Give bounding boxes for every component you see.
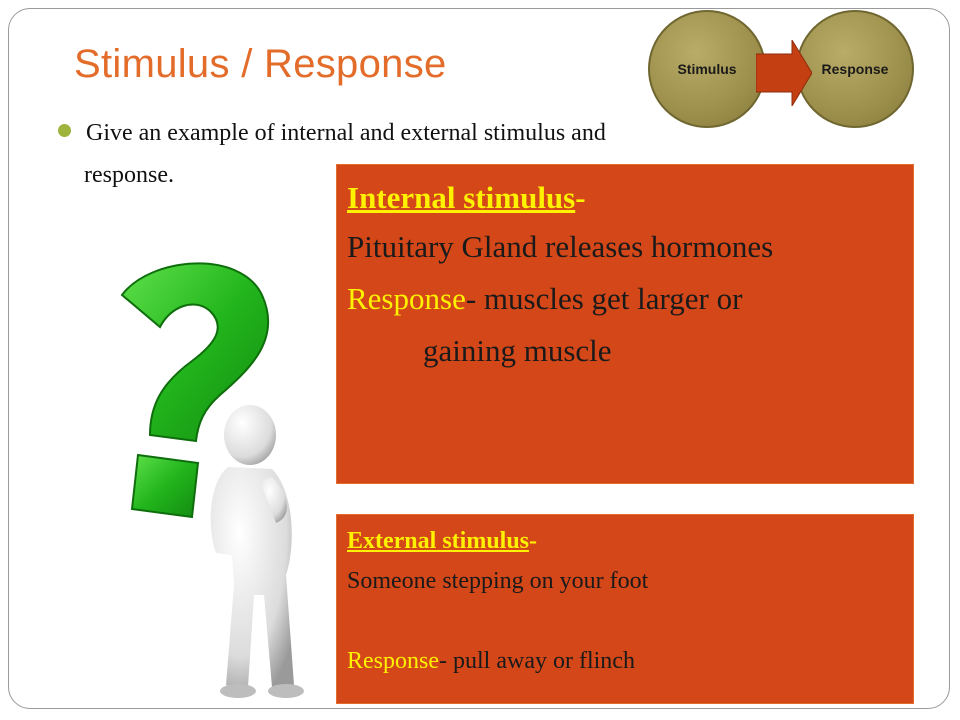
internal-response-text-cont: gaining muscle [423,333,612,368]
internal-heading-text: Internal stimulus [347,180,576,215]
external-heading: External stimulus- [347,521,903,561]
internal-response-text: - muscles get larger or [465,281,743,316]
external-heading-text: External stimulus [347,528,530,554]
spacer [347,601,903,641]
internal-stimulus-box: Internal stimulus- Pituitary Gland relea… [336,164,914,484]
internal-response-label: Response [347,281,466,316]
external-stimulus-text: Someone stepping on your foot [347,568,649,594]
external-heading-dash: - [529,528,538,554]
right-arrow-icon [756,40,812,106]
stimulus-response-diagram: Stimulus Response [648,10,916,132]
bullet-text: Give an example of internal and external… [84,112,776,196]
diagram-response-label: Response [821,61,889,77]
internal-heading-dash: - [575,180,586,215]
external-response-text: - pull away or flinch [439,648,635,674]
internal-stimulus-text: Pituitary Gland releases hormones [347,229,774,264]
bullet-line-2: response. [84,162,174,188]
question-mark-person-icon [120,262,304,698]
diagram-stimulus-label: Stimulus [677,61,737,77]
external-response-line: Response- pull away or flinch [347,641,903,681]
internal-response-line: Response- muscles get larger or [347,273,903,325]
slide-title: Stimulus / Response [74,42,447,86]
bullet-line-1: Give an example of internal and external… [86,120,606,146]
external-response-label: Response [347,648,439,674]
internal-heading: Internal stimulus- [347,175,903,221]
external-stimulus-box: External stimulus- Someone stepping on y… [336,514,914,704]
bullet-dot [58,124,71,137]
response-circle [796,10,914,128]
